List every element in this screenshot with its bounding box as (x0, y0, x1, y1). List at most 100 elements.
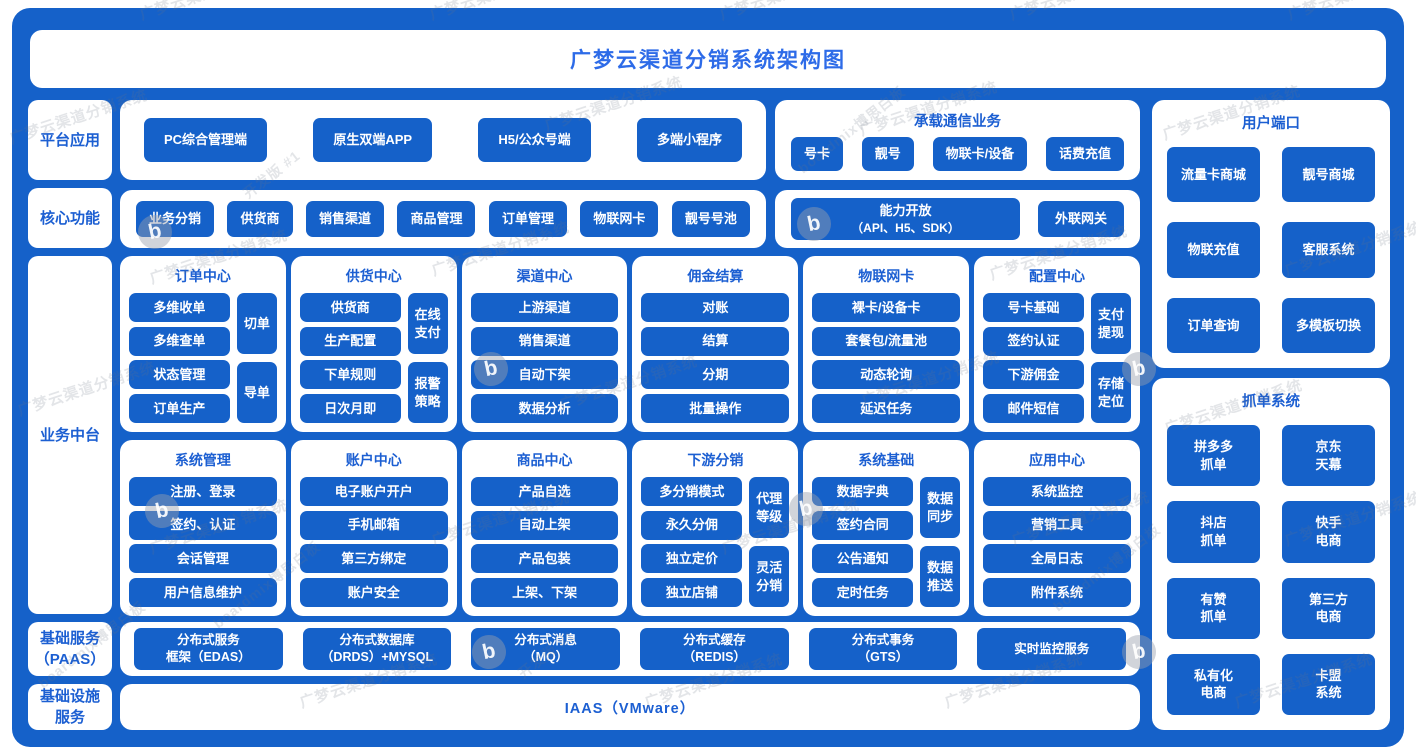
diagram-node: H5/公众号端 (478, 118, 591, 162)
diagram-node: 自动下架 (470, 360, 619, 390)
diagram-node: 公告通知 (812, 544, 914, 574)
diagram-node: 状态管理 (129, 360, 230, 390)
diagram-node: 自动上架 (470, 510, 619, 540)
diagram-node-side: 切单 (236, 293, 277, 354)
rail-label-paas: 基础服务（PAAS） (28, 622, 112, 676)
diagram-node: 拼多多抓单 (1167, 425, 1260, 487)
section-app-center: 应用中心 系统监控 营销工具 全局日志 附件系统 (974, 440, 1140, 616)
diagram-node: 邮件短信 (983, 393, 1084, 423)
diagram-node: 第三方绑定 (299, 544, 448, 574)
diagram-node: 动态轮询 (812, 360, 961, 390)
diagram-node: 用户信息维护 (129, 577, 277, 607)
node-line: 分布式数据库 (339, 633, 415, 648)
rail-label-core: 核心功能 (28, 188, 112, 248)
section-account-center: 账户中心 电子账户开户 手机邮箱 第三方绑定 账户安全 (290, 440, 457, 616)
middle-row-2: 系统管理 注册、登录 签约、认证 会话管理 用户信息维护 账户中心 电子账户开户… (120, 440, 1140, 616)
diagram-node: 业务分销 (136, 201, 215, 237)
section-paas: 分布式服务框架（EDAS） 分布式数据库 （DRDS）+MYSQL 分布式消息 （M… (120, 622, 1140, 676)
diagram-node: 有赞抓单 (1167, 577, 1260, 639)
rail-label-middle: 业务中台 (28, 256, 112, 614)
diagram-node: 分布式数据库 （DRDS）+MYSQL (302, 628, 452, 670)
title-card: 广梦云渠道分销系统架构图 (30, 30, 1386, 88)
node-line: 快手 (1315, 515, 1342, 531)
diagram-node: 套餐包/流量池 (812, 326, 961, 356)
section-title: 商品中心 (516, 452, 573, 468)
node-line: （DRDS）+MYSQL (320, 650, 434, 664)
section-commission-settlement: 佣金结算 对账 结算 分期 批量操作 (632, 256, 799, 432)
diagram-node: 独立店铺 (641, 577, 743, 607)
diagram-node: 物联充值 (1167, 222, 1260, 278)
diagram-node: 结算 (641, 326, 790, 356)
diagram-node: 系统监控 (983, 477, 1131, 506)
diagram-node: 生产配置 (299, 326, 401, 356)
diagram-node-side: 代理等级 (749, 477, 790, 538)
diagram-node: 订单查询 (1167, 297, 1260, 353)
section-capability: 能力开放 （API、H5、SDK） 外联网关 (775, 190, 1140, 248)
diagram-node: 注册、登录 (129, 477, 277, 506)
section-title: 抓单系统 (1242, 394, 1300, 410)
diagram-node-capability-open: 能力开放 （API、H5、SDK） (791, 198, 1020, 240)
diagram-node: 销售渠道 (305, 201, 384, 237)
section-grab-system: 抓单系统 拼多多抓单 京东天幕 抖店抓单 快手电商 有赞抓单 第三方电商 私有化… (1152, 378, 1390, 730)
node-line: 电商 (1200, 685, 1227, 701)
section-title: 承载通信业务 (914, 114, 1001, 130)
diagram-node: 全局日志 (983, 544, 1131, 574)
node-line: 分布式缓存 (683, 633, 746, 648)
diagram-node: 多分销模式 (641, 477, 743, 506)
rail-label-text: 平台应用 (39, 131, 100, 149)
diagram-node: 独立定价 (641, 544, 743, 574)
section-title: 账户中心 (345, 452, 402, 468)
section-channel-center: 渠道中心 上游渠道 销售渠道 自动下架 数据分析 (461, 256, 628, 432)
node-line: 电商 (1315, 532, 1342, 548)
diagram-node: 靓号 (861, 137, 914, 171)
section-iot-card: 物联网卡 裸卡/设备卡 套餐包/流量池 动态轮询 延迟任务 (803, 256, 970, 432)
rail-label-text: 核心功能 (39, 209, 100, 227)
diagram-node: 批量操作 (641, 393, 790, 423)
section-title: 系统基础 (858, 452, 915, 468)
rail-label-text: （PAAS） (34, 651, 106, 668)
diagram-node: 订单生产 (129, 393, 230, 423)
diagram-node: 流量卡商城 (1167, 147, 1260, 203)
section-product-center: 商品中心 产品自选 自动上架 产品包装 上架、下架 (461, 440, 628, 616)
diagram-node: 原生双端APP (313, 118, 433, 162)
diagram-node-side: 支付提现 (1090, 293, 1131, 354)
node-line: 私有化 (1193, 667, 1233, 683)
section-title: 渠道中心 (516, 268, 573, 284)
diagram-node: 电子账户开户 (299, 477, 448, 506)
diagram-node: 号卡基础 (983, 293, 1084, 322)
section-order-center: 订单中心 多维收单 多维查单 状态管理 订单生产 切单 导单 (120, 256, 286, 432)
node-line: 京东 (1315, 439, 1342, 455)
section-title: 订单中心 (174, 268, 231, 284)
diagram-node: 多维收单 (129, 293, 230, 322)
node-line: 框架（EDAS） (165, 650, 251, 664)
diagram-node: 分布式服务框架（EDAS） (134, 628, 283, 670)
diagram-node-gateway: 外联网关 (1038, 201, 1124, 237)
section-title: 系统管理 (174, 452, 231, 468)
diagram-node: 实时监控服务 (977, 628, 1127, 670)
rail-label-infra: 基础设施服务 (28, 684, 112, 730)
diagram-node: 签约、认证 (129, 510, 277, 540)
diagram-node-side: 报警策略 (407, 362, 448, 423)
node-line: 分布式消息 (514, 633, 577, 648)
diagram-node: 京东天幕 (1282, 425, 1375, 487)
node-line: （MQ） (523, 650, 569, 664)
diagram-node-side: 导单 (236, 362, 277, 423)
section-supply-center: 供货中心 供货商 生产配置 下单规则 日次月即 在线支付 报警策略 (290, 256, 457, 432)
diagram-node: 账户安全 (299, 577, 448, 607)
diagram-node: 下游佣金 (983, 360, 1084, 390)
node-line: 卡盟 (1315, 667, 1342, 683)
rail-label-text: 服务 (54, 709, 85, 726)
node-line: 抓单 (1200, 456, 1227, 472)
node-line: 第三方 (1308, 591, 1348, 607)
diagram-node: 定时任务 (812, 577, 914, 607)
diagram-node: 物联网卡 (580, 201, 659, 237)
rail-label-text: 基础设施 (39, 688, 100, 705)
diagram-node: 会话管理 (129, 544, 277, 574)
node-line: 实时监控服务 (1014, 641, 1090, 656)
section-config-center: 配置中心 号卡基础 签约认证 下游佣金 邮件短信 支付提现 存储定位 (974, 256, 1140, 432)
diagram-node: 分期 (641, 360, 790, 390)
diagram-node: 快手电商 (1282, 501, 1375, 563)
diagram-node-side: 数据同步 (920, 477, 961, 538)
iaas-label: IAAS（VMware） (564, 700, 696, 717)
